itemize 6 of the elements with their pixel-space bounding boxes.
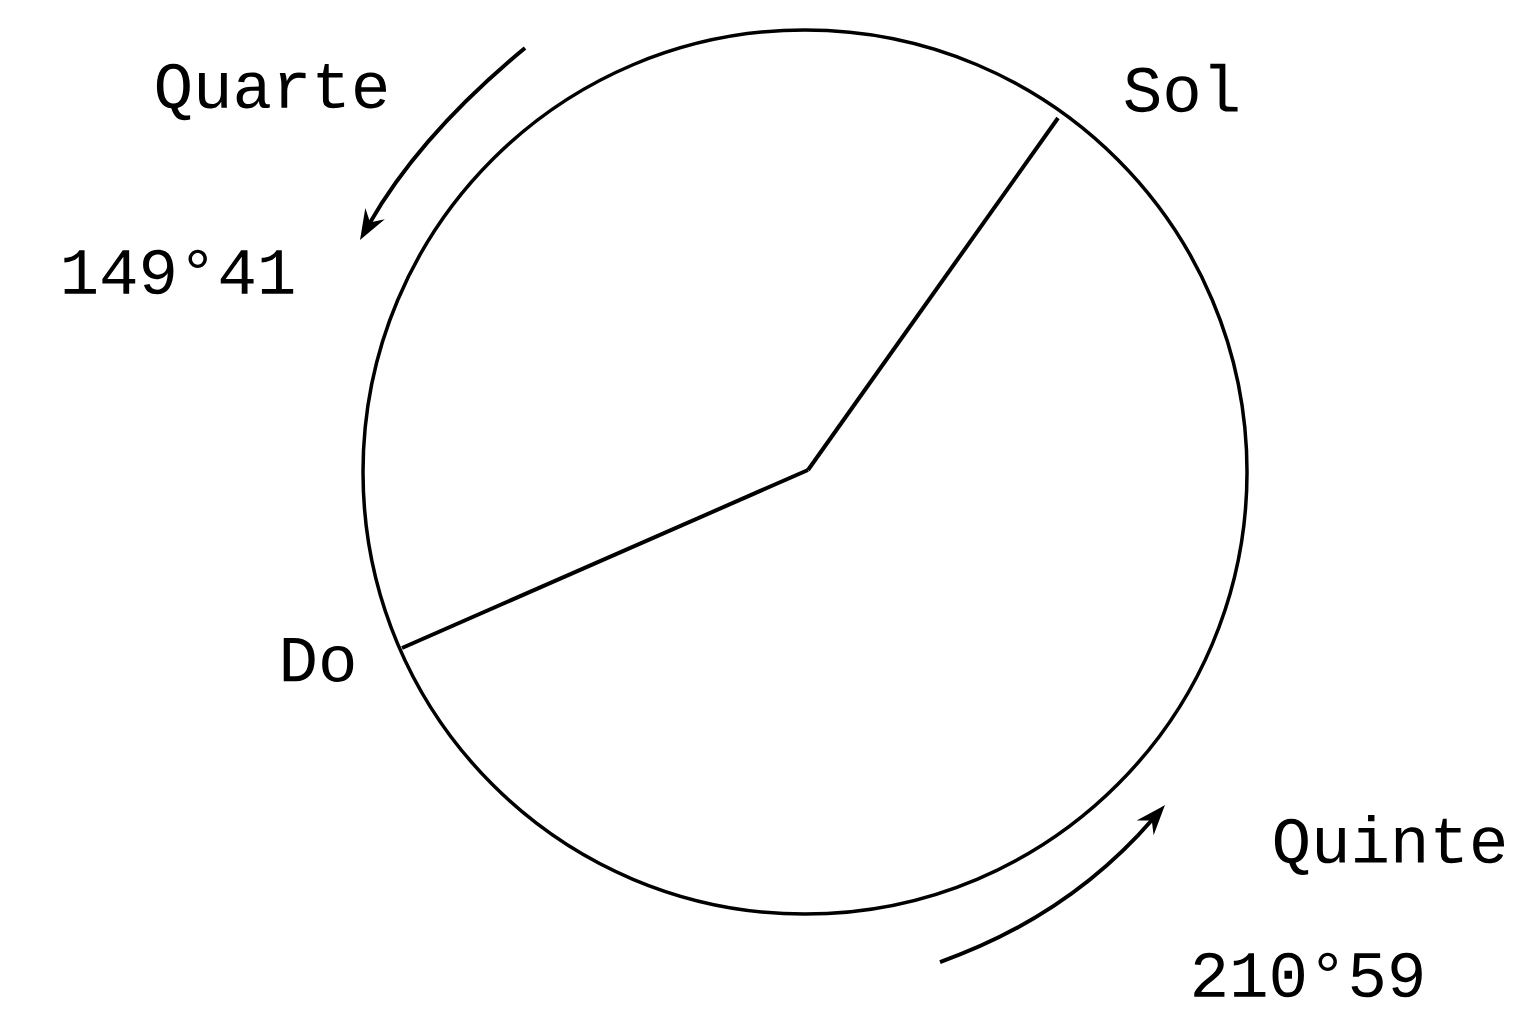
label: Quinte — [1274, 815, 1505, 876]
label: Sol — [1125, 63, 1238, 113]
label: Quarte — [156, 63, 386, 121]
label: 210°59 — [1194, 952, 1422, 998]
label: 149°41 — [64, 249, 294, 295]
label: Do — [283, 638, 354, 682]
